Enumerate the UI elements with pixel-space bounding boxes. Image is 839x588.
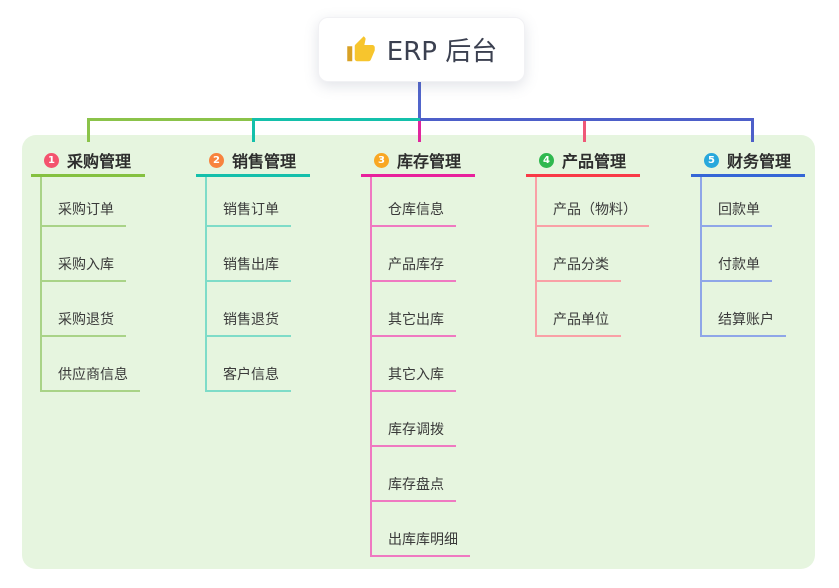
child-node[interactable]: 回款单 <box>702 177 772 227</box>
child-node[interactable]: 销售订单 <box>207 177 291 227</box>
child-label: 其它入库 <box>388 367 444 383</box>
branch-4: 4 产品管理产品（物料） 产品分类产品单位 <box>526 146 649 337</box>
child-node[interactable]: 其它入库 <box>372 337 456 392</box>
child-label: 出库库明细 <box>388 532 458 548</box>
child-node[interactable]: 供应商信息 <box>42 337 140 392</box>
drop-line-branch-2 <box>252 118 255 142</box>
branch-node-4[interactable]: 4 产品管理 <box>526 146 640 177</box>
child-label: 其它出库 <box>388 312 444 328</box>
branch-children: 回款单付款单结算账户 <box>700 177 805 337</box>
child-node[interactable]: 采购入库 <box>42 227 126 282</box>
child-label: 采购退货 <box>58 312 114 328</box>
bus-segment-branch-1 <box>87 118 255 121</box>
child-node[interactable]: 付款单 <box>702 227 772 282</box>
child-label: 产品单位 <box>553 312 609 328</box>
child-label: 回款单 <box>718 202 760 218</box>
child-node[interactable]: 库存调拨 <box>372 392 456 447</box>
branch-node-1[interactable]: 1 采购管理 <box>31 146 145 177</box>
branch-1: 1 采购管理采购订单采购入库采购退货供应商信息 <box>31 146 145 392</box>
drop-line-branch-5 <box>751 118 754 142</box>
branch-number-badge: 2 <box>209 152 224 168</box>
child-node[interactable]: 产品单位 <box>537 282 621 337</box>
branch-5: 5 财务管理回款单付款单结算账户 <box>691 146 805 337</box>
child-node[interactable]: 采购退货 <box>42 282 126 337</box>
branch-node-3[interactable]: 3 库存管理 <box>361 146 475 177</box>
root-title: ERP 后台 <box>386 37 498 67</box>
child-label: 付款单 <box>718 257 760 273</box>
child-node[interactable]: 出库库明细 <box>372 502 470 557</box>
child-node[interactable]: 其它出库 <box>372 282 456 337</box>
branch-number-badge: 3 <box>374 152 389 168</box>
child-node[interactable]: 产品分类 <box>537 227 621 282</box>
root-connector-line <box>418 82 421 121</box>
child-label: 供应商信息 <box>58 367 128 383</box>
branch-children: 仓库信息产品库存其它出库其它入库库存调拨库存盘点出库库明细 <box>370 177 475 557</box>
branch-node-5[interactable]: 5 财务管理 <box>691 146 805 177</box>
root-node[interactable]: ERP 后台 <box>318 17 525 82</box>
child-node[interactable]: 客户信息 <box>207 337 291 392</box>
branch-children: 产品（物料） 产品分类产品单位 <box>535 177 649 337</box>
branch-node-2[interactable]: 2 销售管理 <box>196 146 310 177</box>
branch-label: 采购管理 <box>67 152 132 171</box>
branch-label: 财务管理 <box>727 152 792 171</box>
child-label: 库存盘点 <box>388 477 444 493</box>
child-label: 采购订单 <box>58 202 114 218</box>
child-label: 销售退货 <box>223 312 279 328</box>
child-node[interactable]: 结算账户 <box>702 282 786 337</box>
child-node[interactable]: 采购订单 <box>42 177 126 227</box>
branch-2: 2 销售管理销售订单销售出库销售退货客户信息 <box>196 146 310 392</box>
branch-label: 库存管理 <box>397 152 462 171</box>
child-node[interactable]: 库存盘点 <box>372 447 456 502</box>
branch-children: 销售订单销售出库销售退货客户信息 <box>205 177 310 392</box>
child-label: 销售出库 <box>223 257 279 273</box>
child-label: 产品库存 <box>388 257 444 273</box>
child-label: 产品分类 <box>553 257 609 273</box>
child-label: 客户信息 <box>223 367 279 383</box>
bus-segment-branch-5 <box>420 118 754 121</box>
child-node[interactable]: 销售退货 <box>207 282 291 337</box>
child-node[interactable]: 产品库存 <box>372 227 456 282</box>
child-label: 采购入库 <box>58 257 114 273</box>
drop-line-branch-3 <box>418 121 421 142</box>
child-node[interactable]: 产品（物料） <box>537 177 649 227</box>
branch-3: 3 库存管理仓库信息产品库存其它出库其它入库库存调拨库存盘点出库库明细 <box>361 146 475 557</box>
branch-number-badge: 4 <box>539 152 554 168</box>
child-node[interactable]: 仓库信息 <box>372 177 456 227</box>
branch-children: 采购订单采购入库采购退货供应商信息 <box>40 177 145 392</box>
mindmap-panel <box>22 135 815 569</box>
child-node[interactable]: 销售出库 <box>207 227 291 282</box>
thumbs-up-icon <box>346 35 376 65</box>
child-label: 产品（物料） <box>553 202 637 218</box>
child-label: 库存调拨 <box>388 422 444 438</box>
drop-line-branch-4 <box>583 121 586 142</box>
child-label: 销售订单 <box>223 202 279 218</box>
branch-label: 销售管理 <box>232 152 297 171</box>
child-label: 仓库信息 <box>388 202 444 218</box>
bus-segment-branch-2 <box>252 118 421 121</box>
branch-number-badge: 5 <box>704 152 719 168</box>
branch-label: 产品管理 <box>562 152 627 171</box>
branch-number-badge: 1 <box>44 152 59 168</box>
child-label: 结算账户 <box>718 312 774 328</box>
drop-line-branch-1 <box>87 118 90 142</box>
